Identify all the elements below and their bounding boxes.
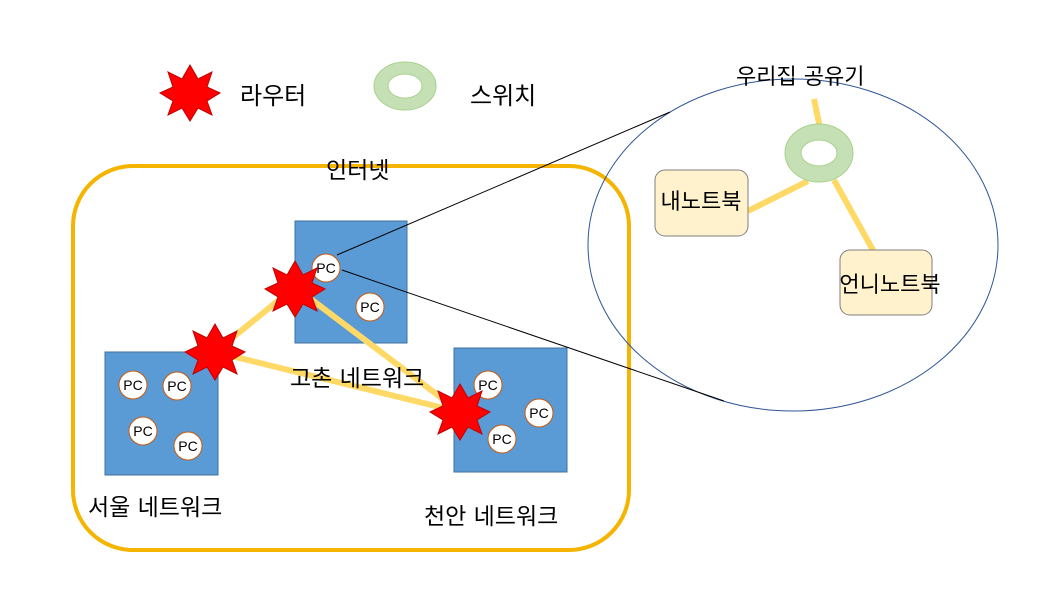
pc-node: PC (128, 416, 158, 446)
link-router-my-laptop (746, 178, 810, 214)
home-uplink (811, 98, 823, 129)
seoul-network-label: 서울 네트워크 (88, 495, 222, 521)
pc-node: PC (487, 424, 517, 454)
pc-node: PC (162, 371, 192, 401)
svg-text:PC: PC (316, 260, 335, 276)
zoom-line-top (336, 111, 671, 256)
pc-node: PC (524, 398, 554, 428)
gochon-router-icon (264, 260, 326, 318)
zoom-line-bottom (341, 269, 725, 402)
svg-text:PC: PC (478, 377, 497, 393)
pc-node: PC (118, 370, 148, 400)
pc-node: PC (355, 292, 385, 322)
switch-legend-label: 스위치 (470, 82, 536, 110)
svg-text:PC: PC (492, 431, 511, 447)
home-router-label: 우리집 공유기 (736, 65, 864, 90)
internet-boundary (71, 164, 631, 552)
my-laptop-node (654, 169, 749, 237)
pc-node: PC (311, 253, 341, 283)
svg-text:PC: PC (529, 405, 548, 421)
sister-laptop-label: 언니노트북 (839, 273, 940, 298)
link-seoul-cheonan (214, 349, 461, 415)
router-legend-icon (159, 64, 221, 122)
home-network-zoom-circle (587, 78, 999, 412)
seoul-router-icon (184, 323, 246, 381)
svg-text:PC: PC (123, 377, 142, 393)
link-router-sister-laptop (831, 178, 877, 254)
svg-text:PC: PC (360, 299, 379, 315)
gochon-network-label: 고촌 네트워크 (290, 366, 424, 392)
svg-text:PC: PC (167, 378, 186, 394)
svg-text:PC: PC (133, 423, 152, 439)
cheonan-router-icon (429, 383, 491, 441)
svg-text:PC: PC (178, 438, 197, 454)
router-legend-label: 라우터 (240, 82, 306, 110)
cheonan-network-label: 천안 네트워크 (424, 504, 558, 530)
link-gochon-cheonan (293, 284, 462, 415)
my-laptop-label: 내노트북 (661, 190, 742, 215)
pc-node: PC (173, 431, 203, 461)
gochon-network-box (294, 220, 408, 344)
sister-laptop-node (839, 249, 933, 316)
internet-label: 인터넷 (326, 158, 389, 184)
